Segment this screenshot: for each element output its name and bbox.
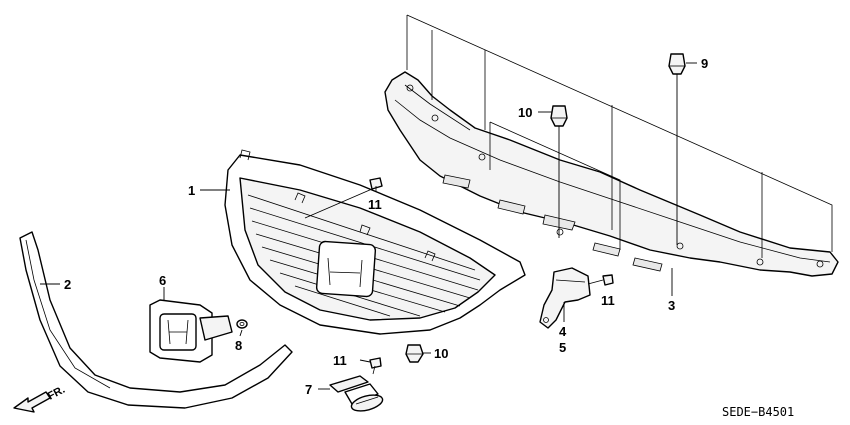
upper-cover-panel <box>384 71 839 277</box>
screw-11-grille <box>304 177 383 219</box>
callout-5: 5 <box>559 340 566 355</box>
front-grille <box>224 149 526 335</box>
callout-4: 4 <box>559 324 567 339</box>
callout-7: 7 <box>305 382 312 397</box>
callout-1: 1 <box>188 183 195 198</box>
side-bracket <box>539 267 591 329</box>
callout-11-grille: 11 <box>368 197 382 212</box>
callout-11-bracket: 11 <box>601 293 615 308</box>
reference-lines <box>406 14 833 258</box>
diagram-code: SEDE−B4501 <box>722 405 794 419</box>
callout-10-lower: 10 <box>434 346 448 361</box>
callout-10-upper: 10 <box>518 105 532 120</box>
screw-11-bracket <box>587 274 614 286</box>
front-direction-arrow: FR. <box>13 384 67 413</box>
callout-3: 3 <box>668 298 675 313</box>
callout-2: 2 <box>64 277 71 292</box>
clip-9 <box>668 53 686 245</box>
clip-10-lower <box>405 344 424 363</box>
callout-8: 8 <box>235 338 242 353</box>
washer <box>236 319 248 329</box>
badge <box>329 375 384 412</box>
callout-11-lower: 11 <box>333 353 347 368</box>
lower-molding <box>19 231 293 409</box>
leader-lines <box>40 62 697 390</box>
emblem <box>149 299 233 363</box>
clip-10-upper <box>550 105 568 238</box>
callout-6: 6 <box>159 273 166 288</box>
callout-9: 9 <box>701 56 708 71</box>
screw-11-lower <box>369 357 382 375</box>
direction-label: FR. <box>46 384 67 403</box>
